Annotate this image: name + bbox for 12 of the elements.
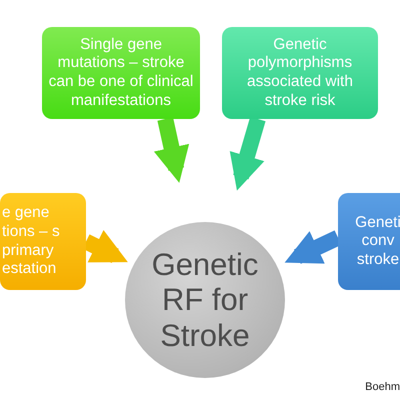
- node-text: Genetic RF for Stroke: [150, 246, 260, 354]
- node-text: Single gene mutations – stroke can be one of clinical manifestations: [48, 36, 194, 110]
- block-arrow: [230, 116, 266, 191]
- block-arrow: [154, 117, 190, 183]
- category-box: [42, 27, 200, 119]
- node-text: e gene tions – s primary estation: [2, 204, 61, 279]
- node-text: Geneti conv stroke: [354, 214, 400, 270]
- category-box: [338, 193, 400, 290]
- node-text: Genetic polymorphisms associated with stroke risk: [246, 36, 354, 110]
- category-box: [0, 193, 86, 290]
- category-box: [222, 27, 378, 119]
- source-note: Boehm: [365, 381, 400, 393]
